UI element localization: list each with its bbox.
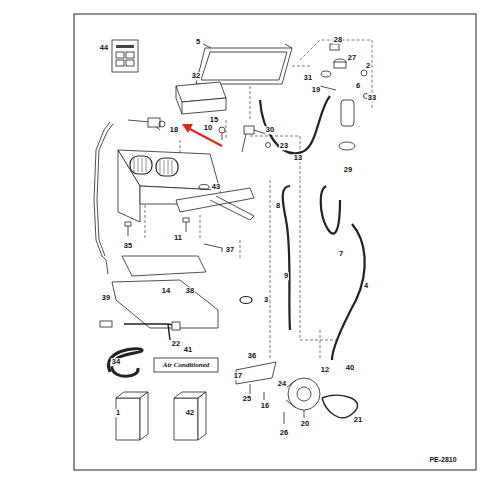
callout-number: 13	[293, 154, 303, 162]
callout-number: 26	[279, 429, 289, 437]
callout-number: 31	[303, 74, 313, 82]
callout-number: 20	[300, 420, 310, 428]
decal-text: Air Conditioned	[162, 362, 210, 369]
callout-number: 36	[247, 352, 257, 360]
callout-number: 22	[171, 340, 181, 348]
callout-number: 15	[209, 116, 219, 124]
callout-number: 11	[173, 234, 183, 242]
callout-number: 4	[363, 282, 369, 290]
callout-number: 25	[242, 395, 252, 403]
callout-number: 3	[263, 296, 269, 304]
callout-number: 17	[233, 372, 243, 380]
callout-number: 41	[183, 346, 193, 354]
callout-number: 12	[320, 366, 330, 374]
callout-number: 42	[185, 409, 195, 417]
callout-number: 37	[225, 246, 235, 254]
callout-number: 19	[311, 86, 321, 94]
callout-number: 39	[101, 294, 111, 302]
callout-number: 9	[283, 272, 289, 280]
drawing-code: PE-2810	[428, 456, 457, 463]
callout-number: 8	[275, 202, 281, 210]
callout-number: 5	[195, 38, 201, 46]
callout-number: 34	[111, 358, 121, 366]
callout-number: 10	[203, 124, 213, 132]
callout-number: 44	[99, 44, 109, 52]
callout-number: 16	[260, 402, 270, 410]
callout-number: 23	[279, 142, 289, 150]
callout-number: 18	[169, 126, 179, 134]
callout-number: 32	[191, 72, 201, 80]
callout-number: 29	[343, 166, 353, 174]
callout-number: 28	[333, 36, 343, 44]
callout-number: 1	[115, 409, 121, 417]
callout-number: 21	[353, 416, 363, 424]
callout-number: 27	[347, 54, 357, 62]
callout-number: 6	[355, 82, 361, 90]
callout-number: 14	[161, 287, 171, 295]
callout-number: 24	[277, 380, 287, 388]
callout-number: 35	[123, 242, 133, 250]
callout-number: 38	[185, 287, 195, 295]
callout-number: 43	[211, 183, 221, 191]
callout-number: 30	[265, 126, 275, 134]
callout-number: 2	[365, 62, 371, 70]
callout-number: 40	[345, 364, 355, 372]
callout-number: 33	[367, 94, 377, 102]
callout-number: 7	[338, 250, 344, 258]
